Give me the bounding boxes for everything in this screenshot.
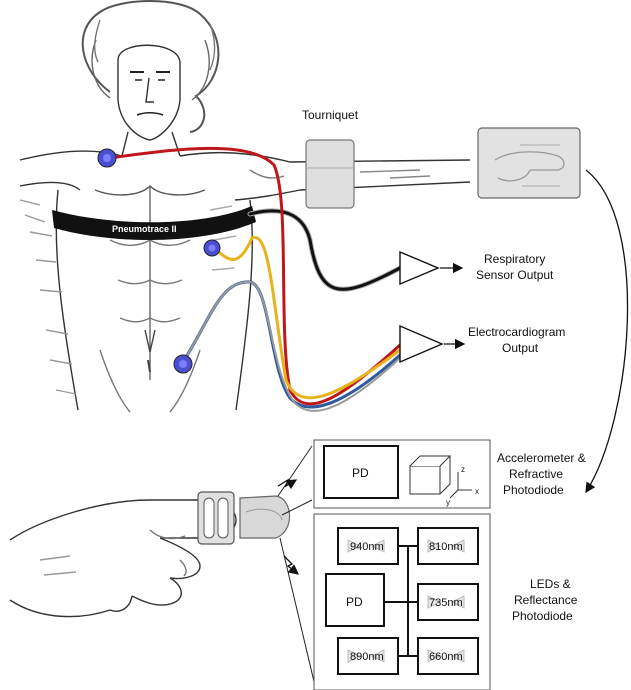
pneumotrace-label: Pneumotrace II [112, 224, 177, 234]
leds-label-line2: Reflectance [514, 593, 578, 607]
led-660-label: 660nm [429, 651, 463, 663]
axis-x-label: x [475, 487, 479, 496]
ecg-amplifier [400, 326, 464, 362]
accel-label-line3: Photodiode [503, 483, 564, 497]
pd-bottom-label: PD [346, 595, 363, 609]
fingertip-sensor [240, 496, 290, 538]
respiratory-label-line1: Respiratory [484, 252, 545, 266]
respiratory-wire [250, 211, 400, 289]
leds-label-line3: Photodiode [512, 609, 573, 623]
pneumotrace-belt: Pneumotrace II [52, 206, 256, 240]
led-735-label: 735nm [429, 597, 463, 609]
axis-z-label: z [461, 465, 465, 474]
accelerometer-panel [314, 440, 490, 508]
accel-label-line2: Refractive [509, 467, 563, 481]
electrode-chest-right [98, 149, 116, 167]
ecg-label-line1: Electrocardiogram [468, 325, 565, 339]
electrode-lower-abdomen [174, 355, 192, 373]
tourniquet-cuff [306, 140, 354, 208]
respiratory-label-line2: Sensor Output [476, 268, 554, 282]
ecg-label-line2: Output [502, 341, 539, 355]
led-810-label: 810nm [429, 541, 463, 553]
led-panel [314, 514, 490, 690]
axis-y-label: y [446, 498, 450, 507]
finger-clip-sensor [198, 492, 234, 544]
leds-label-line1: LEDs & [530, 577, 571, 591]
pd-top-label: PD [352, 466, 369, 480]
led-890-label: 890nm [350, 651, 384, 663]
hand-sensor-box [478, 128, 580, 198]
tourniquet-label: Tourniquet [302, 108, 359, 122]
hand-to-panel-arrow [586, 170, 628, 492]
electrode-abdomen-left [204, 240, 220, 256]
respiratory-amplifier [400, 252, 462, 284]
led-940-label: 940nm [350, 541, 384, 553]
accel-label-line1: Accelerometer & [497, 451, 586, 465]
